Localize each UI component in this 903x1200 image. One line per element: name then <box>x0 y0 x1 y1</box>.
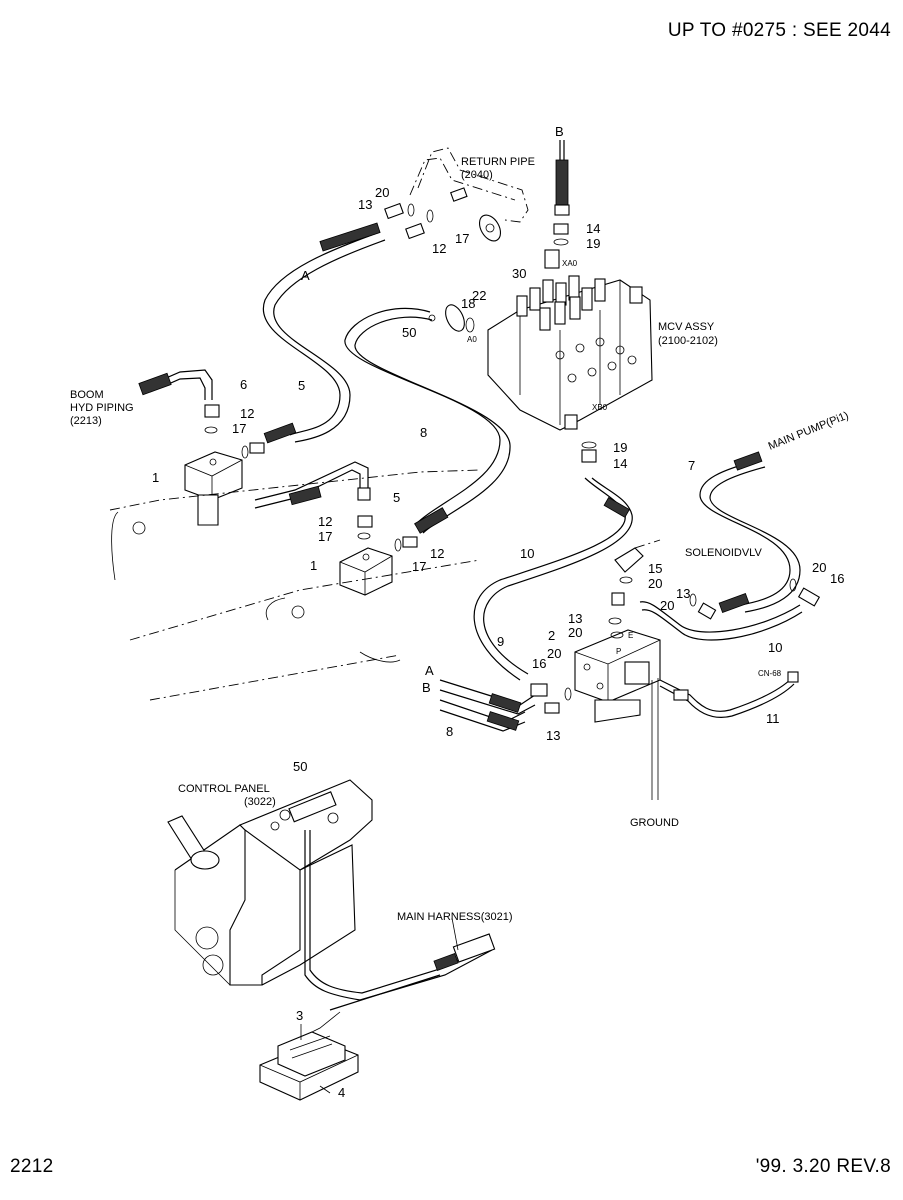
callout-3: 3 <box>296 1008 303 1023</box>
hoses-8-9-lower <box>439 679 572 732</box>
callout-13-block: 13 <box>568 611 582 626</box>
callout-13-right: 13 <box>676 586 690 601</box>
control-panel-ref: (3022) <box>244 796 276 808</box>
boom-label: BOOM <box>70 389 104 401</box>
return-pipe <box>409 147 529 242</box>
callout-17-top: 17 <box>455 231 469 246</box>
callout-1-lower: 1 <box>310 558 317 573</box>
solenoid-valve-label: SOLENOIDVLV <box>685 547 762 559</box>
callout-21: 22 <box>472 288 486 303</box>
machine-frame-outline <box>109 469 481 701</box>
valve-1-upper <box>184 451 243 526</box>
port-a-top: A <box>301 268 310 283</box>
callout-9: 9 <box>497 634 504 649</box>
callout-12-lower: 12 <box>318 514 332 529</box>
callout-20-top: 20 <box>375 185 389 200</box>
port-e: E <box>628 631 633 640</box>
callout-17-lower-right: 17 <box>412 559 426 574</box>
valve-1-lower <box>339 547 393 596</box>
callout-5-upper: 6 <box>240 377 247 392</box>
return-pipe-label: RETURN PIPE <box>461 156 535 168</box>
main-harness-label: MAIN HARNESS(3021) <box>397 911 513 923</box>
hyd-piping-ref: (2213) <box>70 415 102 427</box>
callout-30: 30 <box>512 266 526 281</box>
hyd-piping-label: HYD PIPING <box>70 402 134 414</box>
port-a0: A0 <box>467 335 477 344</box>
callout-10-right: 10 <box>768 640 782 655</box>
callout-12-upper: 12 <box>240 406 254 421</box>
callout-1-upper: 1 <box>152 470 159 485</box>
page-number: 2212 <box>10 1156 54 1177</box>
callout-20-right-lower: 20 <box>660 598 674 613</box>
callout-8-top: 7 <box>688 458 695 473</box>
callout-17-upper: 17 <box>232 421 246 436</box>
callout-19-top: 19 <box>586 236 600 251</box>
port-p: P <box>616 647 621 656</box>
port-b-top: B <box>555 124 564 139</box>
port-xb0: XB0 <box>592 403 608 412</box>
hose-10-right <box>639 578 821 641</box>
callout-13-top: 13 <box>358 197 372 212</box>
callout-5-lower: 5 <box>393 490 400 505</box>
callout-4: 4 <box>338 1085 345 1100</box>
main-pump-label: MAIN PUMP(Pi1) <box>767 410 851 453</box>
revision-date: '99. 3.20 REV.8 <box>755 1156 891 1177</box>
callout-20-right: 20 <box>648 576 662 591</box>
callout-16-right: 16 <box>830 571 844 586</box>
callout-17-lower: 17 <box>318 529 332 544</box>
port-a-lower: A <box>425 663 434 678</box>
callout-20-block: 20 <box>568 625 582 640</box>
callout-22: 50 <box>402 325 416 340</box>
callout-20-far-right: 20 <box>812 560 826 575</box>
callout-19-mid: 19 <box>613 440 627 455</box>
fittings-12-13-17-20-top <box>384 187 468 240</box>
callout-12-lower-right: 12 <box>430 546 444 561</box>
mcv-assembly <box>487 275 653 431</box>
hose-5-lower <box>254 461 371 509</box>
port-xa0: XA0 <box>562 259 578 268</box>
hose-7 <box>262 222 386 444</box>
mcv-assy-ref: (2100-2102) <box>658 335 718 347</box>
applicability-note: UP TO #0275 : SEE 2044 <box>667 20 891 41</box>
hose-6 <box>344 307 511 534</box>
boom-hyd-piping <box>138 369 220 418</box>
callout-10-left: 10 <box>520 546 534 561</box>
callout-16-lower: 16 <box>532 656 546 671</box>
solenoid-valve-block <box>574 629 661 800</box>
hose-10-left <box>473 441 633 681</box>
harness-11 <box>659 671 799 718</box>
callout-2: 2 <box>548 628 555 643</box>
callout-11: 11 <box>766 711 780 726</box>
callout-18: 18 <box>461 296 475 311</box>
callout-8-lower: 8 <box>446 724 453 739</box>
callout-13-lower: 13 <box>546 728 560 743</box>
hose-8-main-pump <box>699 451 801 613</box>
ground-label: GROUND <box>630 817 679 829</box>
callout-20-lower: 20 <box>547 646 561 661</box>
foot-switch <box>259 1011 359 1101</box>
port-b-lower: B <box>422 680 431 695</box>
callout-14-mid: 14 <box>613 456 627 471</box>
callout-14-top: 14 <box>586 221 600 236</box>
callout-15: 15 <box>648 561 662 576</box>
flange-21 <box>428 304 475 333</box>
control-panel-label: CONTROL PANEL <box>178 783 270 795</box>
main-harness <box>304 830 496 1011</box>
callout-50: 50 <box>293 759 307 774</box>
pipe-b-top <box>544 140 570 269</box>
mcv-assy-label: MCV ASSY <box>658 321 715 333</box>
callout-7: 5 <box>298 378 305 393</box>
control-console <box>167 779 373 986</box>
connector-label: CN-68 <box>758 669 782 678</box>
fittings-block-2 <box>608 539 661 639</box>
mcv-spools <box>516 275 643 331</box>
return-pipe-ref: (2040) <box>461 169 493 181</box>
callout-12-top: 12 <box>432 241 446 256</box>
callout-6: 8 <box>420 425 427 440</box>
